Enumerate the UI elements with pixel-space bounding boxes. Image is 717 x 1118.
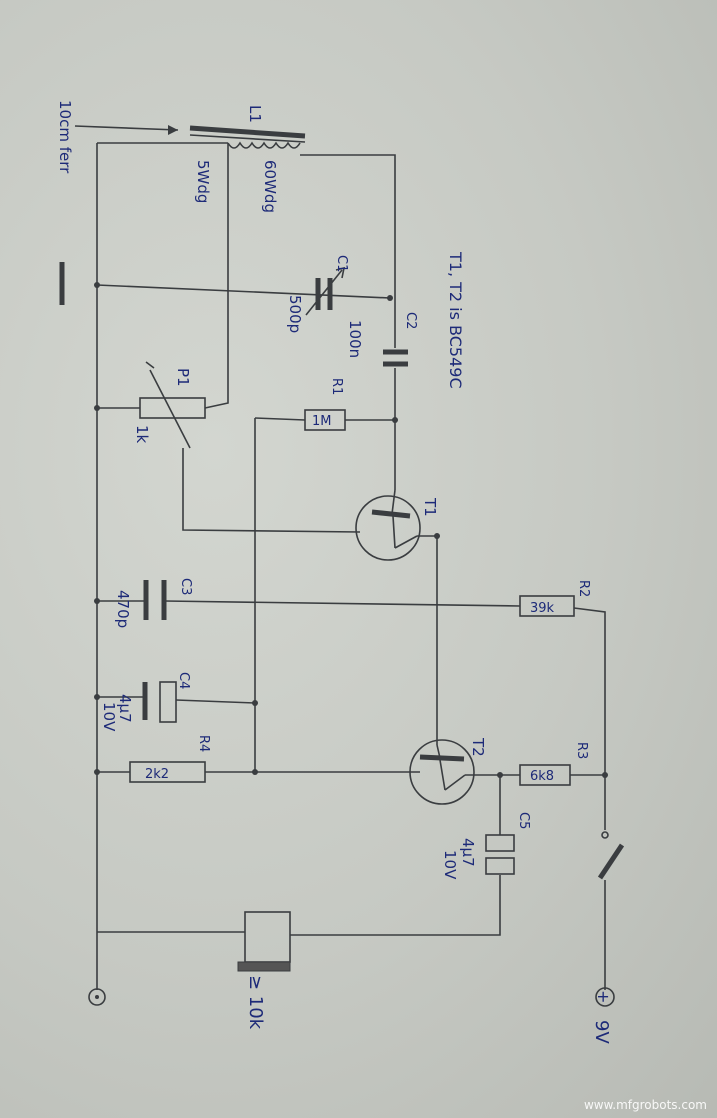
terminal-minus <box>88 988 106 1006</box>
label-r4-value: 2k2 <box>145 767 169 782</box>
resistor-r1 <box>304 409 346 431</box>
capacitor-c1 <box>305 266 346 316</box>
capacitor-c2 <box>383 349 408 367</box>
label-c5: C5 <box>516 812 531 829</box>
ferrite-arrow <box>74 125 179 135</box>
potentiometer-p1 <box>139 361 206 449</box>
switch <box>597 831 625 880</box>
transistor-note: T1, T2 is BC549C <box>446 251 465 389</box>
label-c1-value: 500p <box>286 295 304 333</box>
label-c3-value: 470p <box>114 590 132 628</box>
label-t2: T2 <box>469 737 487 757</box>
resistor-r2 <box>519 595 575 617</box>
label-c1: C1 <box>334 255 349 272</box>
label-r4: R4 <box>196 735 211 752</box>
capacitor-c5 <box>485 834 515 875</box>
label-c5-value-2: 10V <box>441 850 459 880</box>
label-plus: + <box>594 990 613 1003</box>
label-c4: C4 <box>176 672 191 689</box>
capacitor-c3 <box>143 580 167 620</box>
label-p1: P1 <box>174 368 192 387</box>
label-r3: R3 <box>574 742 589 759</box>
label-turns-a: 5Wdg <box>194 160 212 203</box>
label-l1: L1 <box>246 105 264 123</box>
transistor-t1 <box>355 489 421 561</box>
resistor-r4 <box>129 761 206 783</box>
label-c4-value-1: 4μ7 <box>116 694 134 723</box>
label-r2-value: 39k <box>530 601 555 616</box>
label-r2: R2 <box>576 580 591 597</box>
resistor-r3 <box>519 764 571 786</box>
label-r1: R1 <box>329 378 344 395</box>
label-turns-b: 60Wdg <box>261 160 279 213</box>
label-c2-value: 100n <box>346 320 364 358</box>
coil-l1 <box>189 125 306 149</box>
terminal-plus <box>595 987 615 1007</box>
wires <box>96 142 606 990</box>
label-c3: C3 <box>178 578 193 595</box>
label-r3-value: 6k8 <box>530 769 554 784</box>
label-phones: ≥ 10k <box>245 975 266 1030</box>
label-p1-value: 1k <box>133 425 151 444</box>
watermark: www.mfgrobots.com <box>583 1098 707 1112</box>
label-r1-value: 1M <box>312 414 332 429</box>
label-c2: C2 <box>403 312 418 329</box>
transistor-t2 <box>409 739 475 805</box>
label-c5-value-1: 4μ7 <box>459 838 477 867</box>
label-supply: 9V <box>591 1020 612 1044</box>
capacitor-c4 <box>142 681 177 723</box>
headphone <box>237 911 291 972</box>
label-ferrite: 10cm ferr <box>56 100 74 174</box>
label-t1: T1 <box>421 497 439 517</box>
label-c4-value-2: 10V <box>100 702 118 732</box>
junctions <box>94 282 608 778</box>
